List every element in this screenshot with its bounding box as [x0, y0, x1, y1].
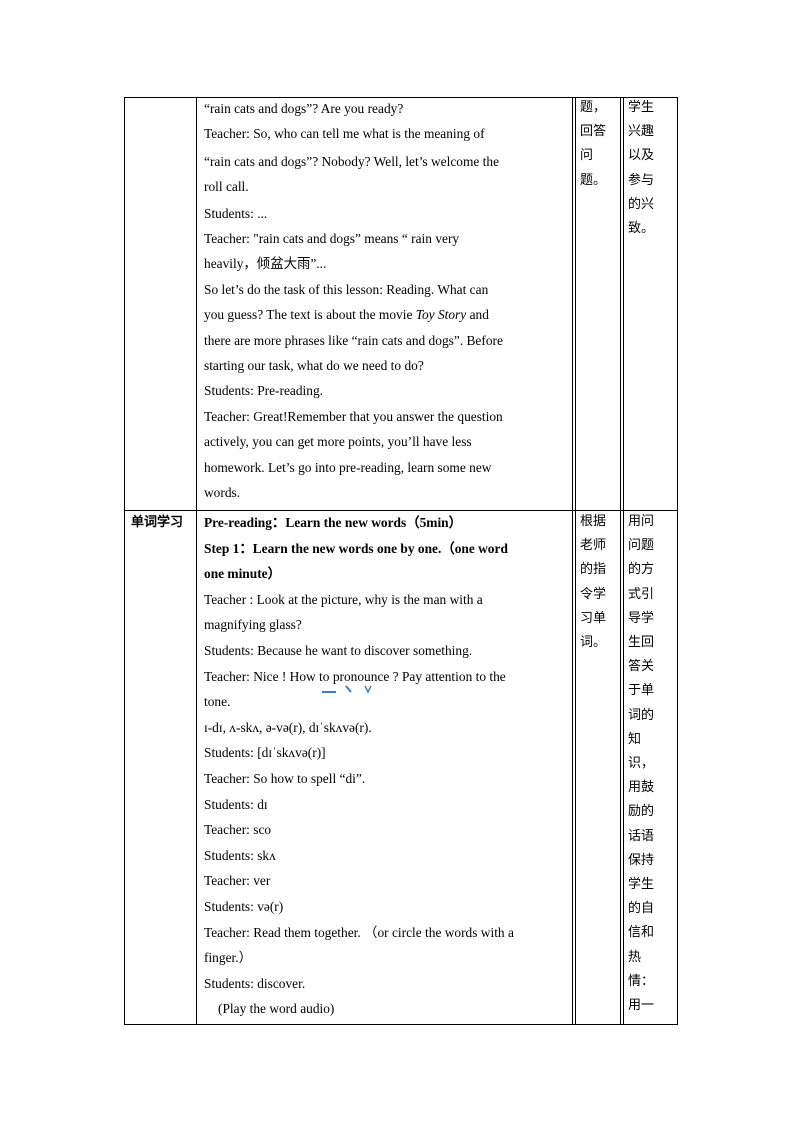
- col4-line: 答关: [628, 659, 655, 675]
- col3-line: 词。: [580, 635, 607, 651]
- text-line: there are more phrases like “rain cats a…: [204, 332, 503, 348]
- row-divider: [124, 510, 678, 511]
- col4-line: 生回: [628, 635, 655, 651]
- text-line: roll call.: [204, 179, 249, 195]
- col3-line: 题。: [580, 172, 607, 188]
- col4-line: 用鼓: [628, 780, 655, 796]
- col3-line: 习单: [580, 610, 607, 626]
- text-line: Teacher: So how to spell “di”.: [204, 770, 366, 786]
- col4-line: 于单: [628, 683, 655, 699]
- text-line: Teacher: Great!Remember that you answer …: [204, 408, 503, 424]
- col-line-2: [196, 97, 197, 1025]
- text-line: ɪ-dɪ, ʌ-skʌ, ə-və(r), dɪˈskʌvə(r).: [204, 719, 372, 735]
- section2-student-activity: 根据 老师 的指 令学 习单 词。: [580, 510, 614, 655]
- col4-line: 以及: [628, 148, 655, 164]
- text-line: Students: Because he want to discover so…: [204, 642, 473, 658]
- col4-line: 的自: [628, 901, 655, 917]
- text-line: Teacher: Nice ! How to pronounce ? Pay a…: [204, 668, 506, 684]
- text-line: Teacher : Look at the picture, why is th…: [204, 591, 483, 607]
- text-line: “rain cats and dogs”? Nobody? Well, let’…: [204, 153, 500, 169]
- col3-line: 的指: [580, 562, 607, 578]
- col4-line: 信和: [628, 925, 655, 941]
- col4-line: 励的: [628, 804, 655, 820]
- text-line: Students: və(r): [204, 898, 284, 914]
- text-line: words.: [204, 485, 241, 501]
- text-line: homework. Let’s go into pre-reading, lea…: [204, 459, 492, 475]
- col4-line: 话语: [628, 828, 655, 844]
- text-line: tone.: [204, 694, 231, 710]
- col4-line: 的兴: [628, 196, 655, 212]
- text-line: Teacher: So, who can tell me what is the…: [204, 126, 485, 142]
- text-line: magnifying glass?: [204, 617, 302, 633]
- table-border-top: [124, 97, 678, 98]
- col3-line: 题，: [580, 100, 607, 115]
- col4-line: 保持: [628, 852, 655, 868]
- col4-line: 兴趣: [628, 124, 655, 140]
- table-border-bottom: [124, 1024, 678, 1025]
- step-heading: Step 1：Learn the new words one by one.（o…: [204, 540, 508, 556]
- text-line: finger.）: [204, 950, 252, 966]
- col4-line: 热: [628, 949, 642, 965]
- col4-line: 学生: [628, 100, 655, 115]
- text-line: So let’s do the task of this lesson: Rea…: [204, 281, 489, 297]
- col4-line: 导学: [628, 610, 655, 626]
- col4-line: 知: [628, 731, 642, 747]
- text-line: Students: [dɪˈskʌvə(r)]: [204, 745, 326, 761]
- section2-content: Pre-reading：Learn the new words（5min） St…: [204, 510, 566, 1022]
- text-line: Students: discover.: [204, 975, 306, 991]
- col-line-3a: [572, 97, 573, 1025]
- section2-label: 单词学习: [131, 515, 184, 530]
- text-line: actively, you can get more points, you’l…: [204, 434, 472, 450]
- text-line: heavily，倾盆大雨”...: [204, 256, 327, 272]
- col-line-5: [677, 97, 678, 1025]
- col4-line: 词的: [628, 707, 655, 723]
- text-line: Teacher: sco: [204, 822, 272, 838]
- step-heading-cont: one minute）: [204, 566, 281, 582]
- col-line-4b: [623, 97, 624, 1025]
- section1-content: “rain cats and dogs”? Are you ready? Tea…: [204, 96, 566, 506]
- col3-line: 根据: [580, 514, 607, 529]
- text-line: Students: ...: [204, 205, 268, 221]
- text-line: Teacher: ver: [204, 873, 271, 889]
- col4-line: 式引: [628, 586, 655, 602]
- text-line: Teacher: Read them together. （or circle …: [204, 924, 514, 940]
- col3-line: 令学: [580, 586, 607, 602]
- section2-design-intent: 用问 问题 的方 式引 导学 生回 答关 于单 词的 知 识， 用鼓 励的 话语…: [628, 510, 668, 1018]
- tone-marks-icon: [322, 685, 372, 694]
- col-line-3b: [575, 97, 576, 1025]
- col3-line: 回答: [580, 124, 607, 140]
- text-line: Students: Pre-reading.: [204, 383, 324, 399]
- col4-line: 致。: [628, 221, 655, 237]
- text-line: starting our task, what do we need to do…: [204, 358, 424, 374]
- col-line-1: [124, 97, 125, 1025]
- col3-line: 老师: [580, 538, 607, 554]
- section1-student-activity: 题， 回答 问 题。: [580, 96, 614, 193]
- text-line: (Play the word audio): [218, 1001, 335, 1017]
- col4-line: 用问: [628, 514, 655, 529]
- text-line: “rain cats and dogs”? Are you ready?: [204, 101, 404, 116]
- section1-design-intent: 学生 兴趣 以及 参与 的兴 致。: [628, 96, 668, 241]
- col4-line: 识，: [628, 756, 655, 772]
- col4-line: 情：: [628, 973, 655, 989]
- section-heading: Pre-reading：Learn the new words（5min）: [204, 515, 463, 530]
- col4-line: 问题: [628, 538, 655, 554]
- col4-line: 的方: [628, 562, 655, 578]
- text-line: Students: skʌ: [204, 847, 276, 863]
- text-line: Students: dɪ: [204, 796, 268, 812]
- col-line-4a: [620, 97, 621, 1025]
- col3-line: 问: [580, 148, 594, 164]
- text-line: Teacher: "rain cats and dogs” means “ ra…: [204, 231, 460, 247]
- col4-line: 参与: [628, 172, 655, 188]
- movie-title: Toy Story: [415, 307, 467, 323]
- col4-line: 用一: [628, 998, 655, 1014]
- col4-line: 学生: [628, 877, 655, 893]
- text-line: you guess? The text is about the movie T…: [204, 307, 489, 323]
